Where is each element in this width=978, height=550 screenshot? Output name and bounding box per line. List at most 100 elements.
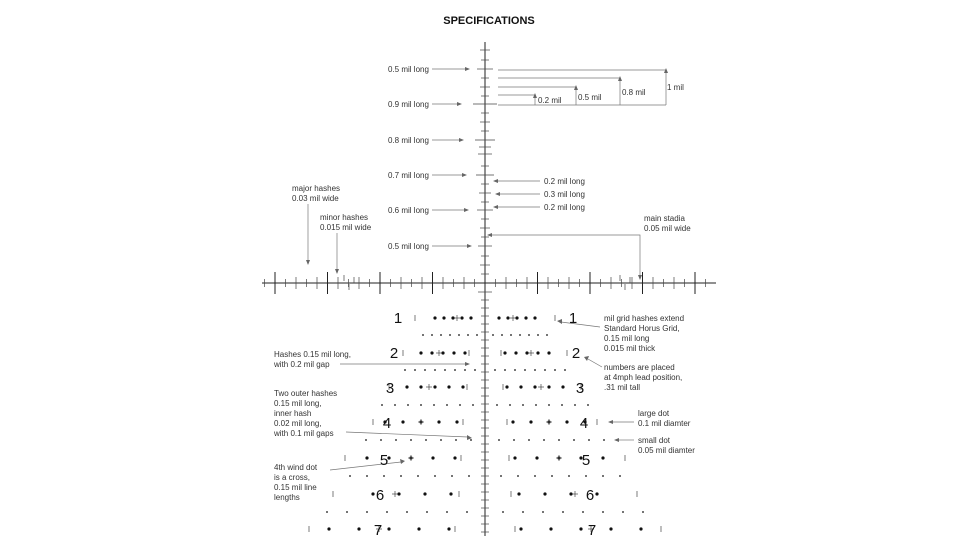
large-dot <box>595 492 599 496</box>
small-dot <box>424 369 426 371</box>
row-number-5-right: 5 <box>582 452 590 469</box>
spacing-brackets: 1 mil 0.8 mil 0.5 mil 0.2 mil <box>498 68 684 106</box>
small-dot <box>472 404 474 406</box>
small-dot-line2: 0.05 mil diamter <box>638 446 695 455</box>
numbers-line2: at 4mph lead position, <box>604 373 682 382</box>
row-number-3-right: 3 <box>576 380 584 397</box>
row-number-6-right: 6 <box>586 487 594 504</box>
small-dot <box>346 511 348 513</box>
large-dot <box>431 456 435 460</box>
small-dot <box>534 369 536 371</box>
callout-nine-tenths-mil: 0.9 mil long <box>388 100 429 109</box>
row-number-6-left: 6 <box>376 487 384 504</box>
small-dot <box>434 475 436 477</box>
small-dot <box>546 334 548 336</box>
small-dot <box>548 404 550 406</box>
row-number-4-right: 4 <box>580 415 588 432</box>
large-dot <box>405 385 409 389</box>
small-dot <box>562 511 564 513</box>
large-dot <box>419 385 423 389</box>
vertical-stadia-hashes <box>473 49 497 533</box>
fourth-wind-line1: 4th wind dot <box>274 463 318 472</box>
row-number-1-right: 1 <box>569 310 577 327</box>
small-dot <box>446 404 448 406</box>
small-dot <box>534 475 536 477</box>
small-dot <box>426 511 428 513</box>
small-dot <box>400 475 402 477</box>
small-dot <box>455 439 457 441</box>
small-dot <box>496 404 498 406</box>
small-dot <box>434 369 436 371</box>
major-hashes-width: 0.03 mil wide <box>292 194 339 203</box>
small-dot <box>410 439 412 441</box>
small-dot <box>602 511 604 513</box>
large-dot <box>441 351 445 355</box>
small-dot <box>326 511 328 513</box>
small-dot <box>349 475 351 477</box>
small-dot <box>440 439 442 441</box>
small-dot <box>574 404 576 406</box>
small-dot <box>433 404 435 406</box>
small-dot <box>509 404 511 406</box>
large-dot <box>451 316 455 320</box>
large-dot <box>430 351 434 355</box>
large-dot <box>547 385 551 389</box>
hashes-gap-line2: with 0.2 mil gap <box>273 360 330 369</box>
large-dot <box>357 527 361 531</box>
small-dot <box>528 334 530 336</box>
large-dot <box>579 456 583 460</box>
row-number-5-left: 5 <box>380 452 388 469</box>
small-dot <box>573 439 575 441</box>
large-dot <box>517 492 521 496</box>
two-outer-line5: with 0.1 mil gaps <box>273 429 334 438</box>
callout-half-mil-top: 0.5 mil long <box>388 65 429 74</box>
small-dot <box>587 404 589 406</box>
large-dot <box>515 316 519 320</box>
small-dot <box>519 334 521 336</box>
large-dot <box>583 420 587 424</box>
small-dot <box>500 475 502 477</box>
small-dot <box>517 475 519 477</box>
grid-hashes-line2: Standard Horus Grid, <box>604 324 680 333</box>
large-dot <box>513 456 517 460</box>
large-dot <box>533 316 537 320</box>
small-dot <box>622 511 624 513</box>
large-dot <box>524 316 528 320</box>
large-dot <box>639 527 643 531</box>
callout-seven-tenths-mil: 0.7 mil long <box>388 171 429 180</box>
row-number-1-left: 1 <box>394 310 402 327</box>
bracket-half-mil: 0.5 mil <box>578 93 602 102</box>
small-dot <box>394 404 396 406</box>
row-number-7-left: 7 <box>374 522 382 539</box>
small-dot <box>561 404 563 406</box>
large-dot <box>579 527 583 531</box>
large-dot <box>543 492 547 496</box>
small-dot <box>524 369 526 371</box>
row-number-2-left: 2 <box>390 345 398 362</box>
large-dot <box>387 456 391 460</box>
callout-six-tenths-mil: 0.6 mil long <box>388 206 429 215</box>
large-dot <box>469 316 473 320</box>
numbers-line3: .31 mil tall <box>604 383 640 392</box>
hashes-gap-line1: Hashes 0.15 mil long, <box>274 350 351 359</box>
large-dot <box>452 351 456 355</box>
small-dot <box>498 439 500 441</box>
small-dot <box>446 511 448 513</box>
large-dot <box>449 492 453 496</box>
large-dot <box>460 316 464 320</box>
small-dot <box>406 511 408 513</box>
hash-width-callouts: major hashes 0.03 mil wide minor hashes … <box>292 184 691 280</box>
small-dot <box>366 511 368 513</box>
large-dot <box>461 385 465 389</box>
large-dot <box>463 351 467 355</box>
large-dot <box>536 351 540 355</box>
small-dot <box>528 439 530 441</box>
large-dot <box>397 492 401 496</box>
holdover-grid <box>308 315 662 532</box>
large-dot <box>514 351 518 355</box>
small-dot <box>522 511 524 513</box>
large-dot <box>442 316 446 320</box>
right-length-callouts: 0.2 mil long 0.3 mil long 0.2 mil long <box>493 177 585 212</box>
small-dot <box>417 475 419 477</box>
